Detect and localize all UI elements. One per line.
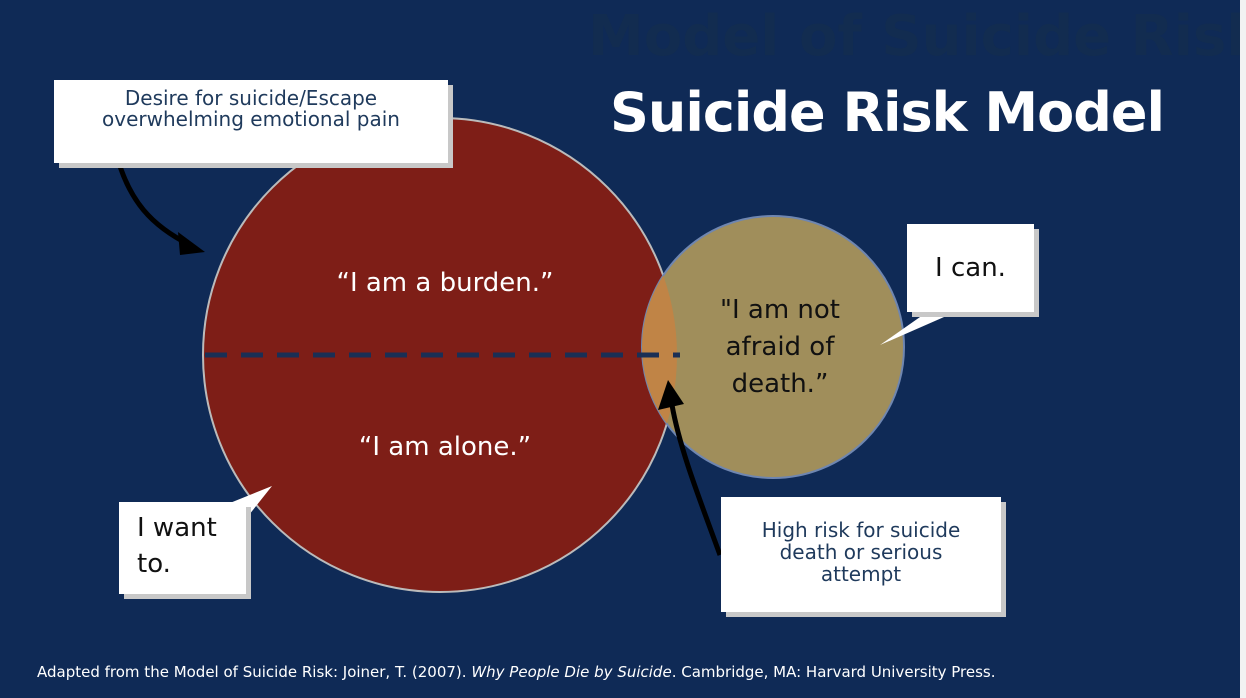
citation-book: Why People Die by Suicide (471, 663, 672, 681)
slide-title: Suicide Risk Model (610, 81, 1165, 144)
afraid-text: "I am not afraid of death.” (720, 295, 840, 399)
want-callout: I want to. (119, 502, 246, 594)
want-callout-text: I want to. (137, 513, 217, 579)
can-callout: I can. (907, 224, 1034, 312)
burden-text: “I am a burden.” (336, 268, 554, 298)
ghost-title: Model of Suicide Risk (588, 4, 1246, 69)
desire-arrow (115, 159, 192, 248)
desire-callout: Desire for suicide/Escape overwhelming e… (54, 80, 448, 163)
desire-arrowhead (178, 232, 205, 255)
can-callout-tail (880, 310, 960, 345)
citation-suffix: . Cambridge, MA: Harvard University Pres… (671, 663, 996, 681)
citation: Adapted from the Model of Suicide Risk: … (37, 663, 996, 681)
risk-arrow (669, 404, 723, 556)
risk-arrowhead (658, 380, 684, 410)
desire-callout-text: Desire for suicide/Escape overwhelming e… (102, 86, 400, 131)
alone-text: “I am alone.” (358, 432, 532, 462)
citation-prefix: Adapted from the Model of Suicide Risk: … (37, 663, 472, 681)
can-callout-text: I can. (935, 253, 1006, 283)
high-risk-callout: High risk for suicide death or serious a… (721, 497, 1001, 612)
window-edge (1240, 0, 1246, 698)
high-risk-callout-text: High risk for suicide death or serious a… (761, 518, 961, 586)
